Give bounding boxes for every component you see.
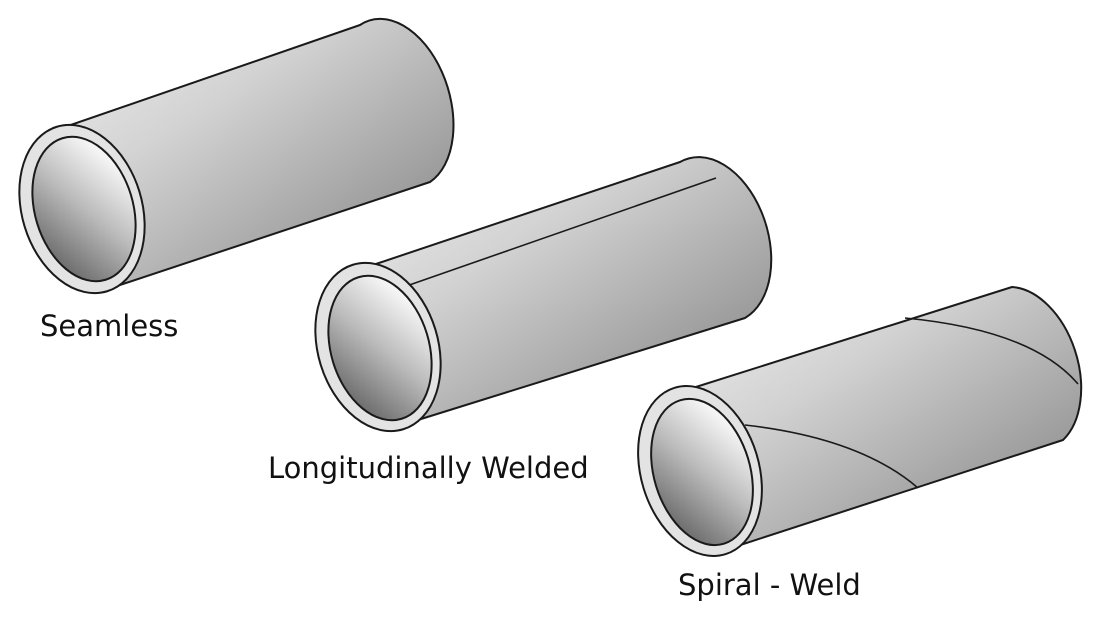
spiral-weld-seam-2 [904,317,1079,385]
longitudinal-weld-seam [394,177,717,291]
spiral-weld-label: Spiral - Weld [678,568,861,602]
seamless-pipe [18,17,455,295]
spiral-pipe [637,286,1083,557]
longitudinal-pipe-bore [327,274,433,422]
spiral-pipe-body [679,286,1083,551]
longitudinal-pipe [314,156,773,433]
seamless-pipe-body [61,17,455,291]
longitudinal-pipe-body [357,156,773,425]
longitudinally-welded-label: Longitudinally Welded [268,451,589,485]
spiral-weld-seam-1 [744,424,919,489]
seamless-pipe-bore [31,135,137,283]
seamless-label: Seamless [40,309,179,343]
spiral-pipe-bore [650,397,754,547]
